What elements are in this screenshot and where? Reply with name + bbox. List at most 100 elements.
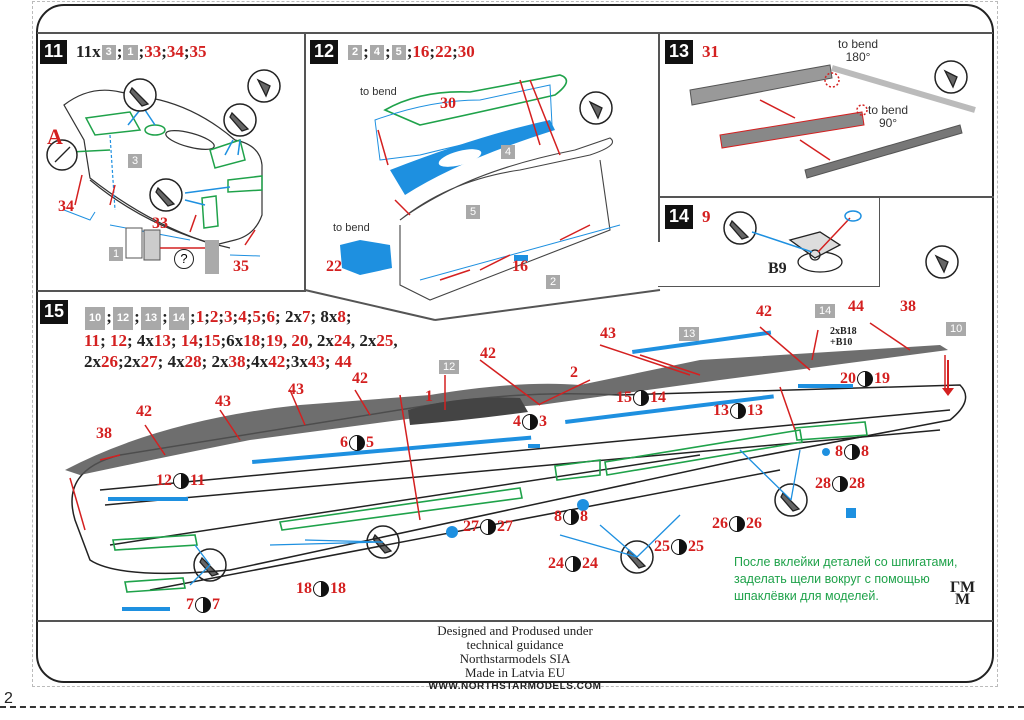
parts-line: 11; 12; 4x13; 14;15;6x18;19, 20, 2x24, 2… <box>84 330 398 351</box>
yin-yang-icon <box>522 414 538 431</box>
callout-1: 1 <box>425 388 433 405</box>
pair-part-left: 18 <box>296 580 312 597</box>
separator-text: 11x <box>76 41 101 61</box>
part-label-35: 35 <box>233 258 249 275</box>
part-number: 13 <box>153 330 171 350</box>
pair-part-right: 13 <box>747 402 763 419</box>
ref-box: 10 <box>85 306 106 330</box>
part-label-30: 30 <box>440 95 456 112</box>
part-number: 8 <box>337 307 346 326</box>
separator-text: ; <box>429 41 436 61</box>
part-label-b9: B9 <box>768 260 787 277</box>
cut-line <box>0 706 1024 708</box>
pair-part-right: 26 <box>746 515 762 532</box>
separator-text: ; <box>100 330 110 350</box>
part-number: 30 <box>457 41 475 61</box>
step-15-header: 15 <box>40 300 73 324</box>
part-label-22: 22 <box>326 258 342 275</box>
part-number: 14 <box>180 330 198 350</box>
to-bend-label: to bend <box>360 86 397 98</box>
part-number: 11 <box>84 330 101 350</box>
part-number: 16 <box>412 41 430 61</box>
yin-yang-icon <box>729 516 745 533</box>
callout-43: 43 <box>215 393 231 410</box>
part-number: 33 <box>144 41 162 61</box>
part-number: 6 <box>266 307 276 326</box>
separator-text: ; <box>345 307 352 326</box>
pair-part-right: 8 <box>580 508 588 525</box>
divider-12-slant-right <box>434 289 661 321</box>
footer-line: Northstarmodels SIA <box>459 651 571 666</box>
separator-text: , 2x <box>350 330 377 350</box>
bend-180-label: to bend 180° <box>838 37 879 64</box>
question-icon: ? <box>174 249 194 269</box>
step12-arrows <box>377 79 591 281</box>
divider-11-12 <box>304 32 306 292</box>
part-label-34: 34 <box>58 198 74 215</box>
pair-part-left: 15 <box>616 389 632 406</box>
divider-top <box>37 32 993 34</box>
yin-yang-icon <box>480 519 496 536</box>
separator-text: ; <box>384 41 391 61</box>
step15-blue-leaders <box>189 449 801 586</box>
yin-yang-icon <box>313 581 329 598</box>
step12-part-16 <box>514 255 528 261</box>
step11-arrows <box>74 174 256 246</box>
separator-text: , 2x <box>308 330 334 350</box>
step11-part-34 <box>63 209 96 221</box>
step12-part-22 <box>340 240 392 275</box>
knife-icon <box>223 103 257 137</box>
separator-text: ; <box>232 307 239 326</box>
separator-text: ; <box>363 41 369 61</box>
pair-part-right: 27 <box>497 518 513 535</box>
yin-yang-icon <box>349 435 365 452</box>
ref-box-1: 1 <box>109 247 124 261</box>
footer-line: Designed and Prodused under <box>437 623 593 638</box>
step11-green-part-b <box>144 124 166 136</box>
part-number: 5 <box>252 307 261 326</box>
ref-box-3: 3 <box>128 154 143 168</box>
website-link[interactable]: WWW.NORTHSTARMODELS.COM <box>428 681 602 692</box>
ref-box: 3 <box>101 45 116 61</box>
ref-box: 2 <box>348 45 363 61</box>
pair-part-left: 28 <box>815 475 831 492</box>
separator-text: ; <box>190 307 196 326</box>
yin-yang-icon <box>730 403 746 420</box>
step11-part-35 <box>229 254 261 257</box>
part-number: 27 <box>140 351 158 371</box>
pair-part-right: 24 <box>582 555 598 572</box>
step-13-header: 13 31 <box>665 40 719 64</box>
step14-mount-drawing <box>788 231 843 273</box>
callout-42: 42 <box>352 370 368 387</box>
yin-yang-icon <box>844 444 860 461</box>
divider-12-slant-left <box>304 289 436 321</box>
ref-box-12: 12 <box>439 360 460 374</box>
pair-part-left: 27 <box>463 518 479 535</box>
to-bend-label: to bend <box>333 222 370 234</box>
step15-hull-drawing <box>71 384 967 591</box>
knife-icon <box>123 78 157 112</box>
pair-callout-28-28: 28 28 <box>815 475 865 493</box>
callout-2: 2 <box>570 364 578 381</box>
pair-part-right: 14 <box>650 389 666 406</box>
step-15-parts-list: 10;12;13;14;1;2;3;4;5;6; 2x7; 8x8; 11; 1… <box>84 306 398 372</box>
detail-label-a: A <box>47 124 63 149</box>
parts-list: 2;4;5;16;22;30 <box>347 42 475 62</box>
part-number: 9 <box>702 206 711 226</box>
divider-footer <box>37 620 993 622</box>
ref-box-10: 10 <box>946 322 967 336</box>
yin-yang-icon <box>633 390 649 407</box>
step12-hull-drawing <box>399 137 614 301</box>
bend-90-label: to bend 90° <box>868 103 909 130</box>
pair-part-left: 25 <box>654 538 670 555</box>
part-number: 20 <box>291 330 309 350</box>
step-number: 11 <box>40 40 68 64</box>
pair-part-right: 28 <box>849 475 865 492</box>
separator-text: ; <box>324 351 335 371</box>
pair-callout-27-27: 27 27 <box>463 518 513 536</box>
part-number: 43 <box>307 351 325 371</box>
